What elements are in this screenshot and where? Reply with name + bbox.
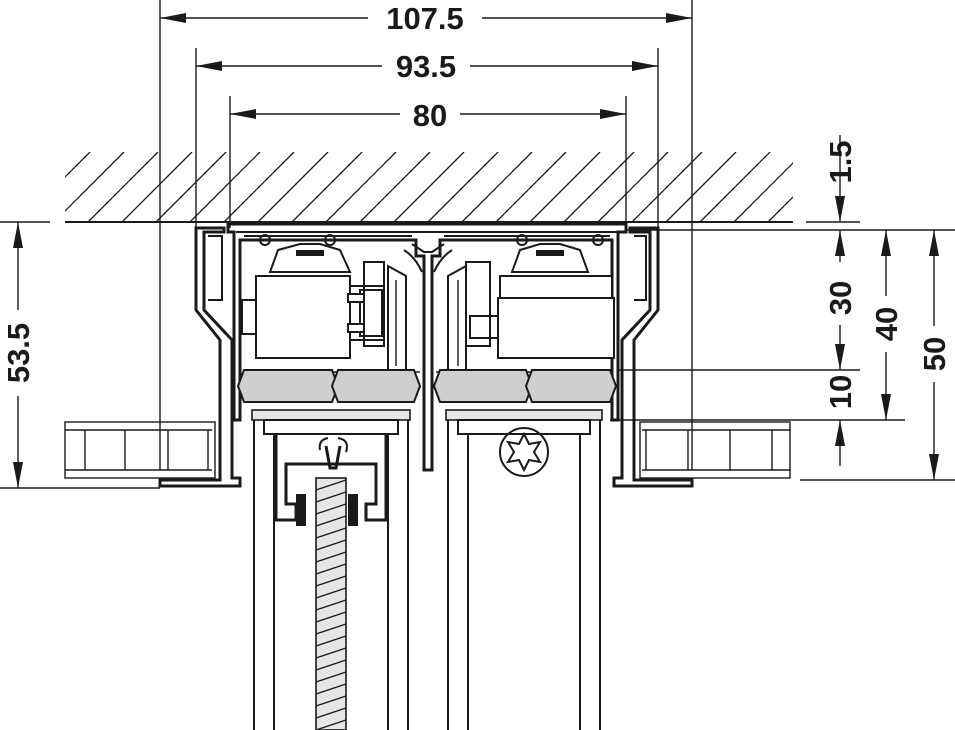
- right-door-top-fitting: [445, 409, 603, 435]
- right-trolley: [447, 243, 615, 371]
- left-door-leaf: [253, 420, 409, 730]
- left-wall-panel: [64, 421, 216, 479]
- dim-inner-width-label: 80: [413, 98, 447, 133]
- dim-height-10-label: 10: [823, 375, 858, 409]
- dim-height-50-label: 50: [917, 337, 952, 371]
- dim-height-40-label: 40: [869, 307, 904, 341]
- ceiling-hatching: [65, 152, 793, 223]
- right-door-leaf: [447, 420, 601, 730]
- dim-ceiling-gap-label: 1.5: [823, 140, 858, 183]
- glass-pane: [315, 477, 347, 730]
- left-door-top-fitting: [251, 409, 411, 526]
- dimension-lines: [0, 0, 955, 489]
- dimension-arrowheads: [13, 13, 939, 488]
- right-wall-panel: [639, 421, 791, 479]
- dim-rail-width-label: 93.5: [396, 49, 456, 84]
- guide-strips: [236, 369, 618, 403]
- dim-height-total-label: 53.5: [1, 323, 36, 383]
- dim-overall-width-label: 107.5: [386, 1, 464, 36]
- dim-height-30-label: 30: [823, 281, 858, 315]
- torx-screw-icon: [499, 427, 549, 477]
- right-cover-profile: [612, 226, 694, 488]
- left-cover-profile: [158, 226, 242, 488]
- left-trolley: [241, 243, 407, 371]
